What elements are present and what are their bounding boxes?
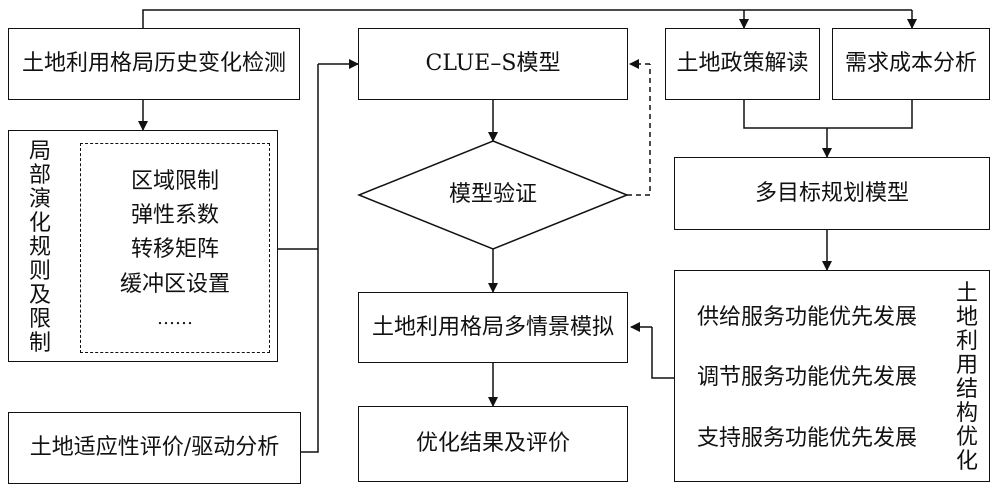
- structure-opt-box: [674, 270, 990, 482]
- history-detection-box: 土地利用格局历史变化检测: [8, 28, 300, 100]
- local-rule-item: ……: [157, 308, 193, 329]
- validation-diamond: [356, 140, 630, 250]
- structure-opt-title: 土地利用结构优化: [955, 281, 978, 474]
- structure-opt-item: 支持服务功能优先发展: [696, 426, 917, 451]
- clue-s-model-box: CLUE–S模型: [358, 28, 628, 100]
- demand-cost-box: 需求成本分析: [832, 28, 990, 100]
- local-rules-box: [8, 130, 278, 362]
- multi-scenario-box: 土地利用格局多情景模拟: [358, 292, 628, 363]
- multi-objective-box: 多目标规划模型: [674, 157, 990, 230]
- suitability-box: 土地适应性评价/驱动分析: [8, 412, 301, 484]
- history-detection-label: 土地利用格局历史变化检测: [21, 51, 286, 76]
- multi-scenario-label: 土地利用格局多情景模拟: [371, 314, 614, 340]
- local-rule-item: 转移矩阵: [130, 237, 219, 262]
- local-rules-title: 局部演化规则及限制: [28, 139, 51, 356]
- local-rule-item: 缓冲区设置: [119, 272, 230, 297]
- local-rule-item: 区域限制: [130, 169, 219, 194]
- clue-s-model-label: CLUE–S模型: [425, 51, 561, 76]
- structure-opt-item: 调节服务功能优先发展: [696, 365, 917, 390]
- multi-objective-label: 多目标规划模型: [754, 180, 909, 206]
- structure-opt-item: 供给服务功能优先发展: [696, 305, 917, 330]
- demand-cost-label: 需求成本分析: [844, 51, 977, 76]
- land-policy-box: 土地政策解读: [665, 28, 820, 100]
- top-connector: [142, 9, 912, 28]
- demand-connector: [827, 100, 913, 129]
- policy-connector: [743, 100, 827, 129]
- local-rules-inner: [80, 143, 270, 353]
- model-validation-label: 模型验证: [448, 182, 537, 207]
- structure-connector: [651, 327, 674, 379]
- local-rule-item: 弹性系数: [130, 203, 219, 228]
- suitability-label: 土地适应性评价/驱动分析: [29, 435, 280, 460]
- optimization-result-label: 优化结果及评价: [415, 431, 570, 456]
- land-policy-label: 土地政策解读: [676, 51, 809, 76]
- suitability-connector: [301, 64, 319, 453]
- feedback-connector: [627, 64, 651, 196]
- optimization-result-box: 优化结果及评价: [358, 406, 628, 482]
